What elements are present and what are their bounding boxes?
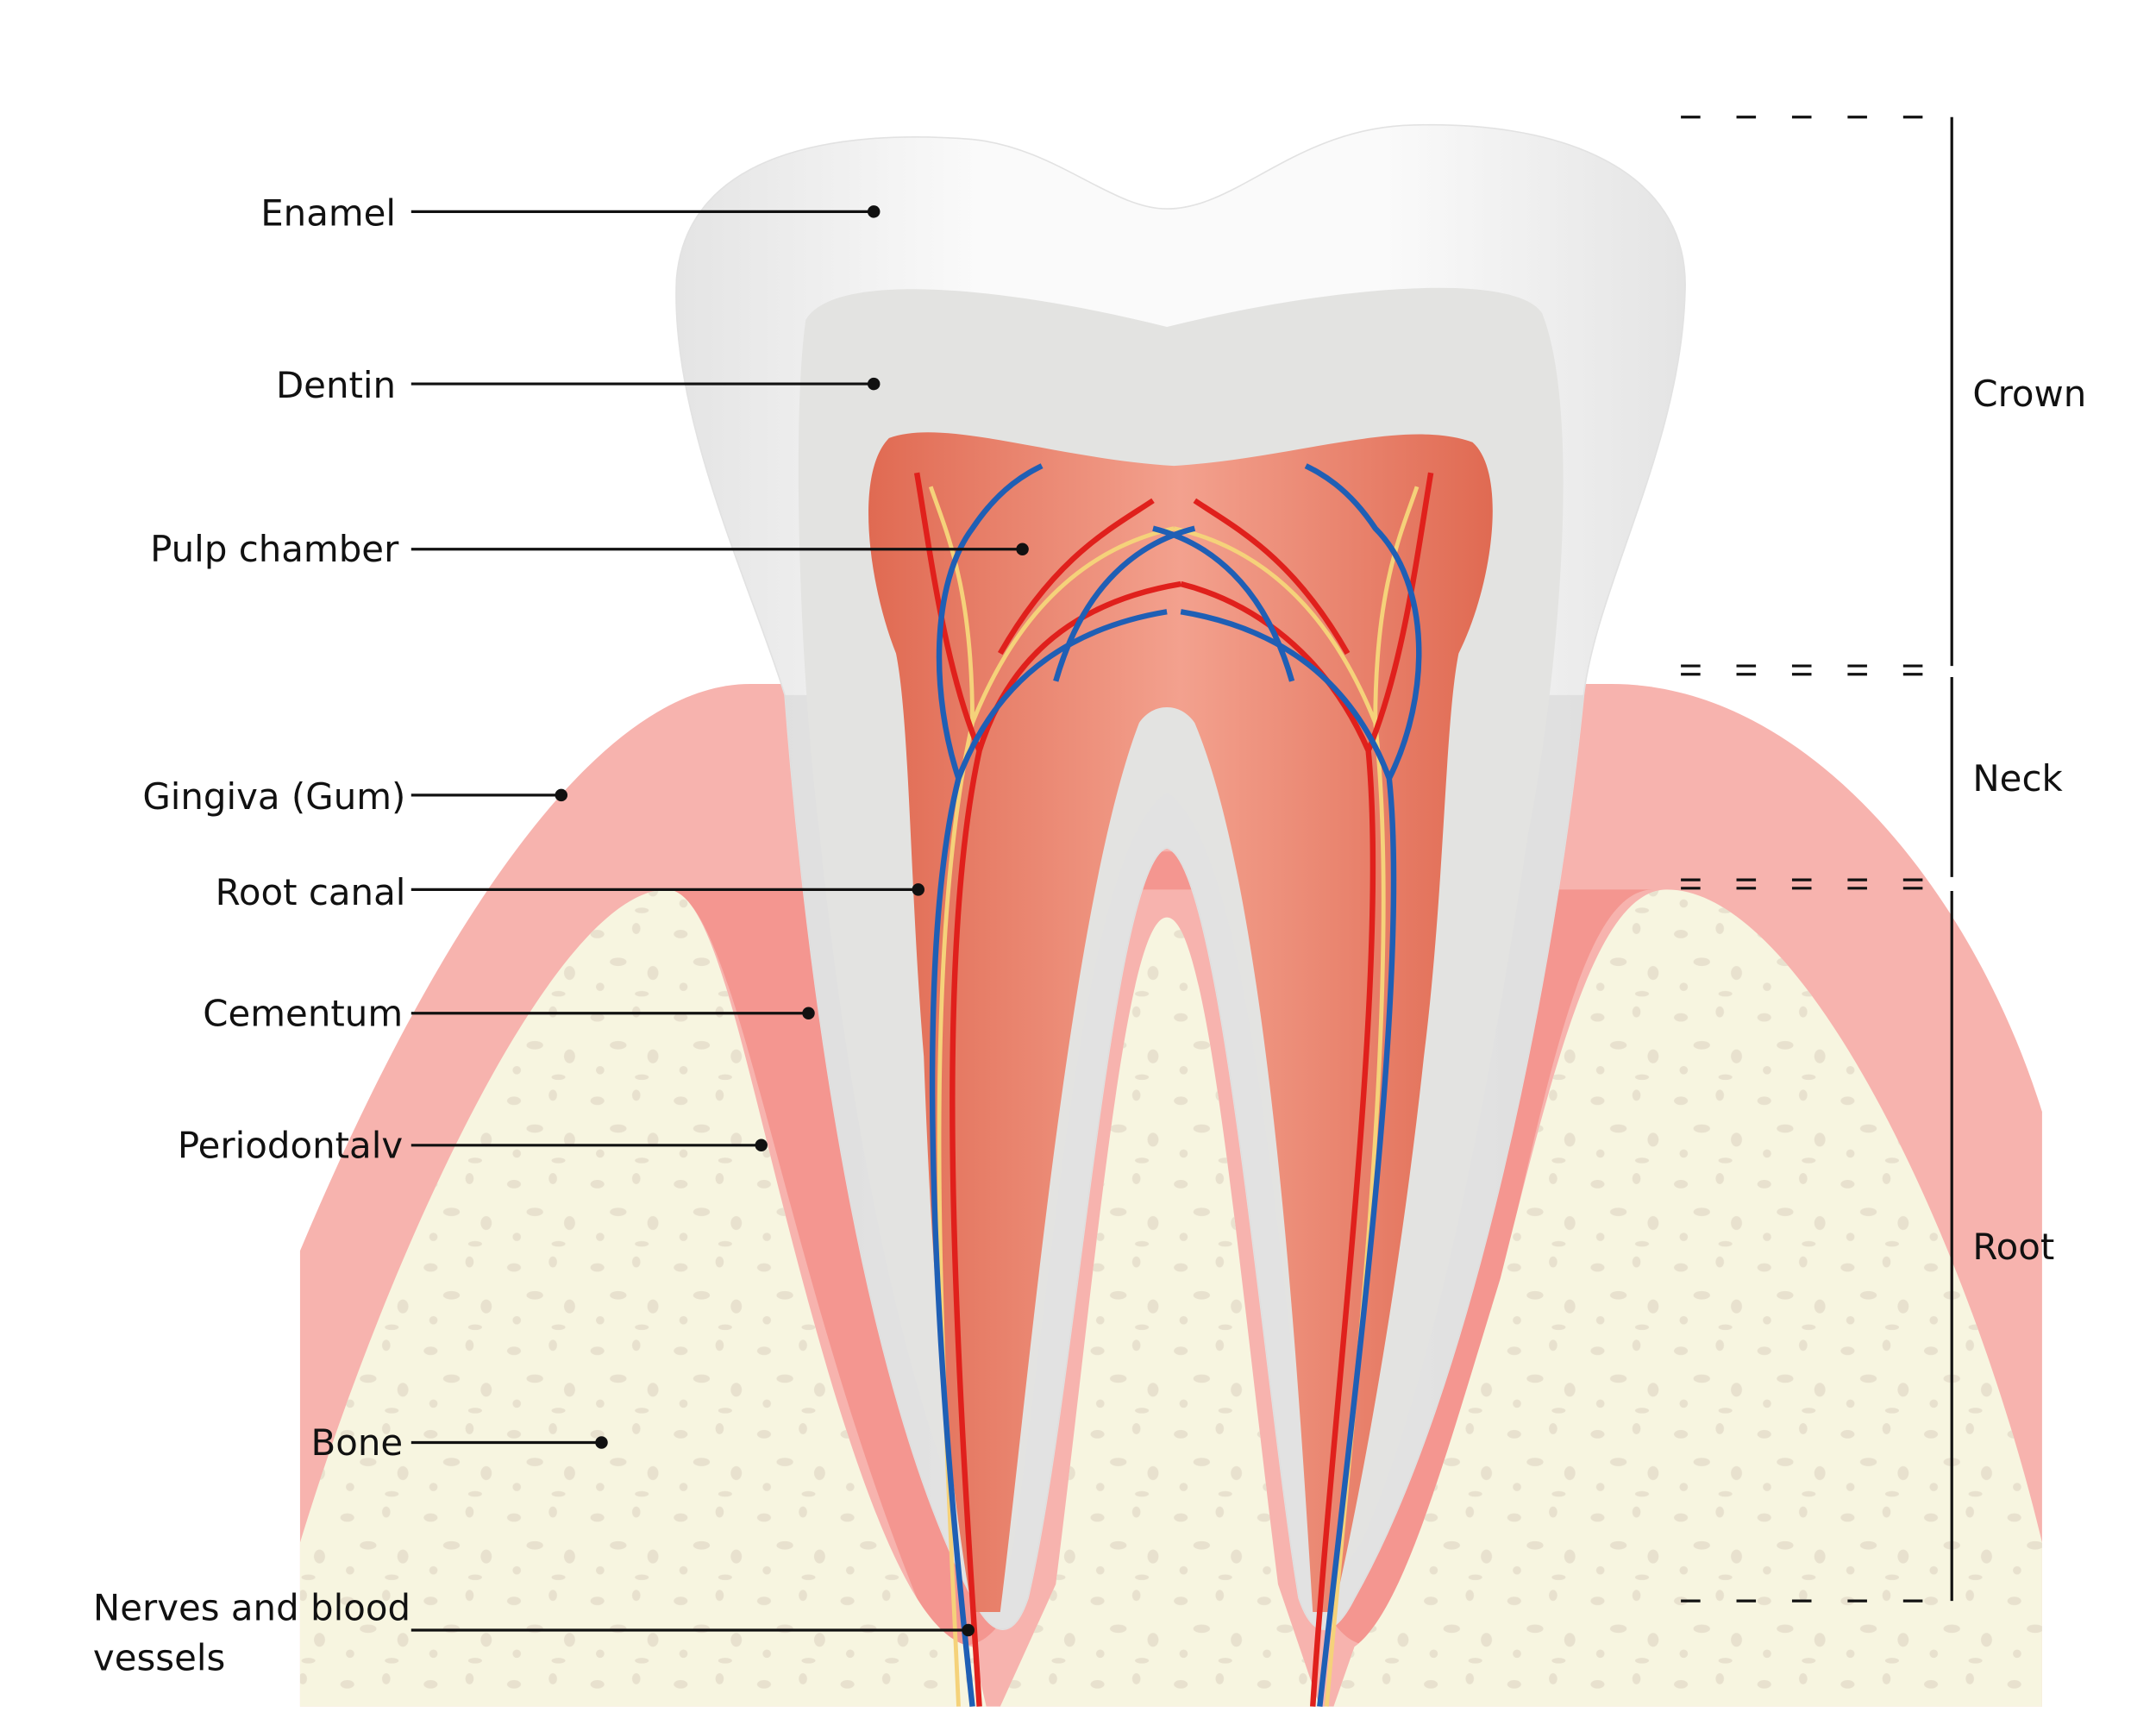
bone-texture: [299, 889, 2042, 1707]
label-dentin: Dentin: [276, 364, 396, 406]
leader-dot: [555, 788, 568, 802]
leader-dot: [755, 1138, 768, 1152]
leader-dot: [1016, 543, 1029, 556]
leader-dot: [595, 1436, 608, 1449]
label-periodontal: Periodontalv: [178, 1124, 403, 1166]
leader-dot: [867, 205, 881, 218]
label-enamel: Enamel: [260, 191, 396, 234]
label-cementum: Cementum: [203, 992, 403, 1034]
label-root-canal: Root canal: [216, 871, 406, 913]
leader-dot: [867, 377, 881, 391]
label-gingiva: Gingiva (Gum): [142, 775, 405, 818]
leader-dot: [912, 883, 925, 896]
region-label-crown: Crown: [1972, 373, 2086, 415]
leader-dot: [962, 1623, 975, 1637]
label-nerves-line2: vessels: [93, 1637, 225, 1679]
region-dividers: [1681, 116, 1953, 1603]
leader-dot: [802, 1007, 815, 1020]
region-label-root: Root: [1972, 1226, 2054, 1268]
label-nerves-line1: Nerves and blood: [93, 1587, 411, 1629]
label-pulp-chamber: Pulp chamber: [150, 528, 399, 570]
pulp-chamber-shape: [868, 432, 1493, 1613]
nerves-and-vessels: [913, 463, 1434, 1707]
label-bone: Bone: [310, 1421, 403, 1464]
region-label-neck: Neck: [1972, 757, 2063, 800]
